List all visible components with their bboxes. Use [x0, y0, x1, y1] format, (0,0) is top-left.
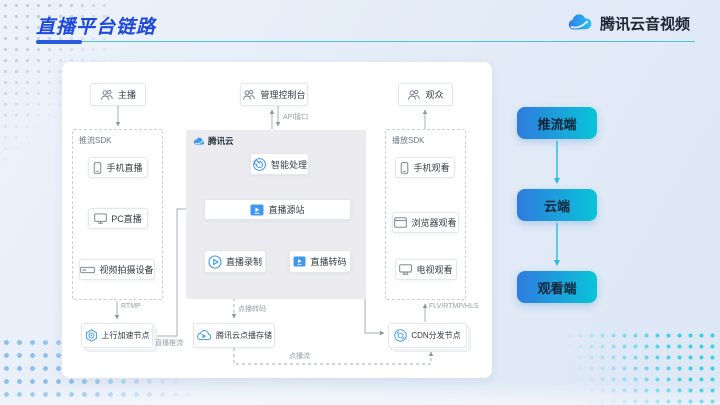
people-icon [243, 89, 256, 100]
brand-logo: 腾讯云音视频 [566, 13, 690, 34]
node-live-origin: 直播源站 [204, 199, 351, 220]
node-label: 视频拍摄设备 [99, 265, 154, 275]
brand-name: 腾讯云音视频 [600, 16, 691, 33]
edge-label-vod-stream: 点播流 [289, 353, 310, 360]
video-device-icon [80, 266, 96, 273]
node-label: PC直播 [111, 214, 142, 224]
play-circle-icon [208, 254, 222, 269]
node-tv-watch: 电视观看 [395, 259, 457, 280]
node-label: 主播 [117, 90, 136, 100]
legend-step-push: 推流端 [517, 107, 597, 139]
cloud-play-icon [197, 330, 212, 341]
node-vod-storage: 腾讯云点播存储 [193, 323, 275, 348]
browser-icon [394, 217, 408, 228]
page-title: 直播平台链路 [36, 17, 157, 38]
node-label: CDN分发节点 [411, 331, 461, 340]
node-host: 主播 [90, 83, 146, 106]
edge-label-protocols: FLV/RTMP/HLS [429, 303, 479, 310]
group-label: 推流SDK [79, 136, 112, 145]
edge-label-live-push: 直播推流 [155, 340, 183, 347]
people-icon [101, 89, 113, 100]
monitor-icon [94, 213, 107, 224]
node-label: 直播转码 [310, 257, 347, 267]
node-label: 直播录制 [225, 257, 262, 267]
ai-processing-icon [253, 157, 266, 171]
edge-label-rtmp: RTMP [121, 303, 141, 310]
node-label: 智能处理 [270, 159, 307, 170]
legend-step-cloud: 云端 [517, 189, 597, 221]
node-label: 腾讯云点播存储 [216, 331, 272, 340]
phone-icon [401, 161, 409, 174]
tv-icon [399, 264, 413, 275]
group-label: 腾讯云 [208, 136, 234, 146]
node-live-transcode: 直播转码 [289, 250, 351, 273]
play-square-icon [294, 256, 306, 267]
phone-icon [94, 161, 102, 174]
tencent-cloud-logo-icon [568, 14, 592, 30]
node-uplink-accel: 上行加速节点 [81, 323, 153, 348]
node-smart-processing: 智能处理 [250, 153, 309, 175]
title-underline-rule [82, 41, 695, 43]
play-square-icon [250, 204, 264, 215]
cdn-network-icon [394, 329, 408, 342]
hexagon-node-icon [85, 329, 97, 342]
node-label: 手机观看 [413, 163, 450, 173]
node-cdn: CDN分发节点 [388, 323, 467, 348]
node-audience: 观众 [398, 83, 453, 106]
node-console: 管理控制台 [240, 83, 308, 106]
node-label: 观众 [425, 90, 444, 100]
edge-label-api: API接口 [283, 114, 309, 121]
title-underline-accent [36, 40, 82, 44]
node-label: 直播源站 [268, 205, 305, 215]
node-label: 管理控制台 [260, 90, 306, 100]
people-icon [408, 89, 421, 100]
node-live-record: 直播录制 [204, 250, 266, 273]
cloud-icon [193, 137, 204, 145]
node-label: 浏览器观看 [411, 218, 457, 228]
node-browser-watch: 浏览器观看 [392, 212, 459, 233]
legend-step-watch: 观看端 [517, 271, 597, 303]
edge-label-vod-transcode: 点播转码 [238, 306, 266, 313]
node-mobile-watch: 手机观看 [395, 157, 455, 178]
group-label: 播放SDK [392, 136, 425, 145]
group-push-sdk: 推流SDK [72, 129, 163, 300]
node-label: 上行加速节点 [101, 331, 150, 340]
node-label: 手机直播 [106, 163, 143, 173]
group-play-sdk: 播放SDK [385, 129, 466, 300]
node-label: 电视观看 [416, 265, 453, 275]
node-pc-live: PC直播 [88, 208, 148, 229]
node-camera-device: 视频拍摄设备 [79, 259, 155, 280]
node-mobile-live: 手机直播 [88, 157, 148, 178]
